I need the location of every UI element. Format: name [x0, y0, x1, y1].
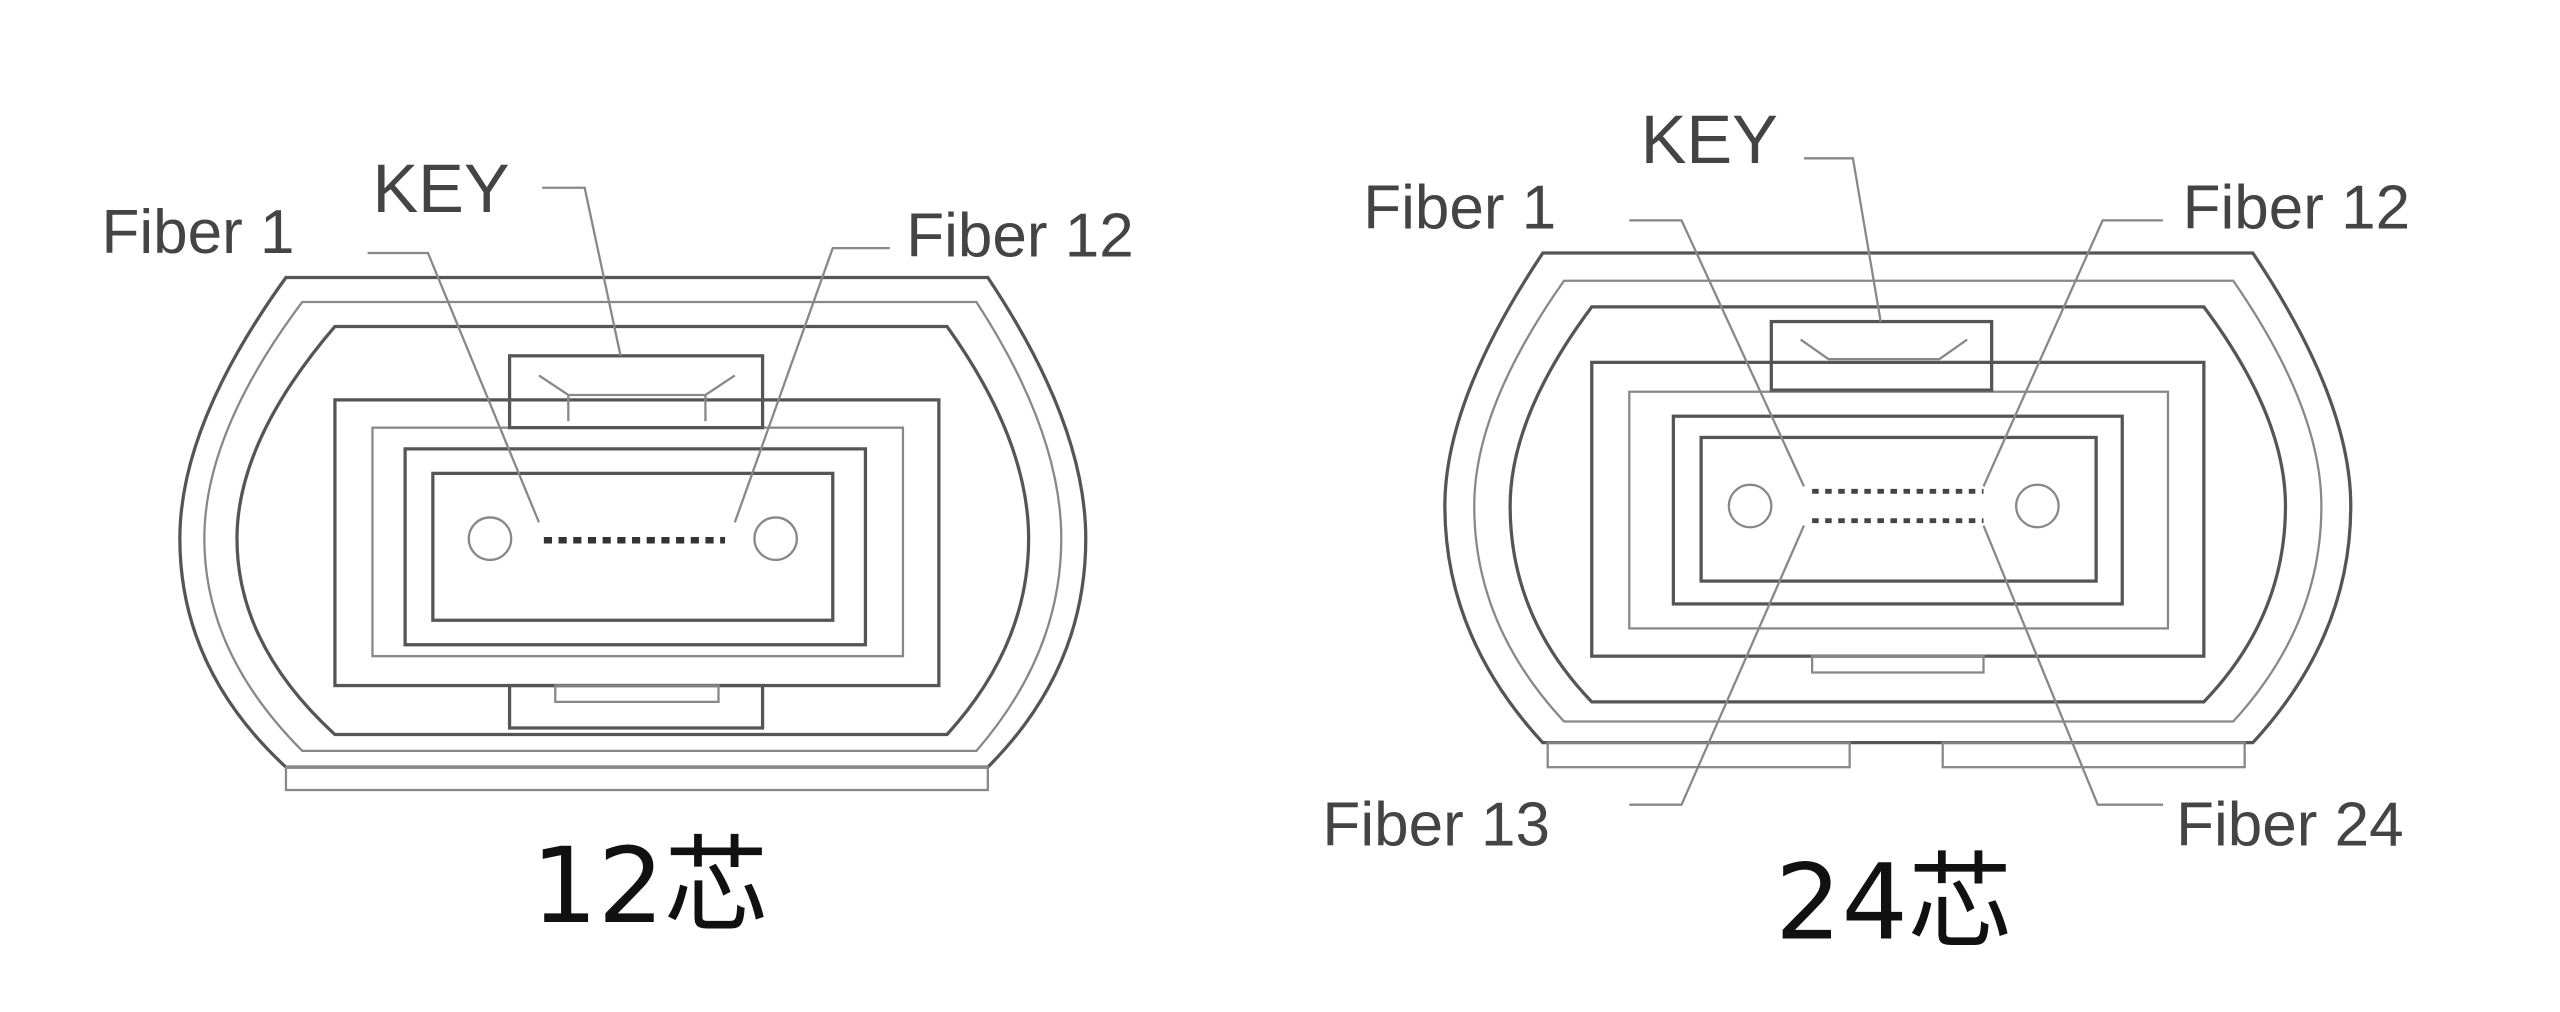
label-fiber-13: Fiber 13: [1322, 791, 1550, 860]
label-key: KEY: [372, 150, 509, 227]
connector-12-fiber: Fiber 1 KEY Fiber 12 12芯: [102, 150, 1134, 947]
connector-24-fiber: KEY Fiber 1 Fiber 12 Fiber 13 Fiber 24 2…: [1322, 101, 2410, 963]
label-fiber-12: Fiber 12: [906, 201, 1134, 270]
caption-12-core: 12芯: [531, 825, 768, 947]
caption-24-core: 24芯: [1775, 842, 2012, 964]
label-key: KEY: [1641, 101, 1778, 178]
label-fiber-1: Fiber 1: [1363, 174, 1556, 243]
label-fiber-1: Fiber 1: [102, 198, 295, 267]
label-fiber-12: Fiber 12: [2183, 174, 2411, 243]
label-fiber-24: Fiber 24: [2176, 791, 2404, 860]
